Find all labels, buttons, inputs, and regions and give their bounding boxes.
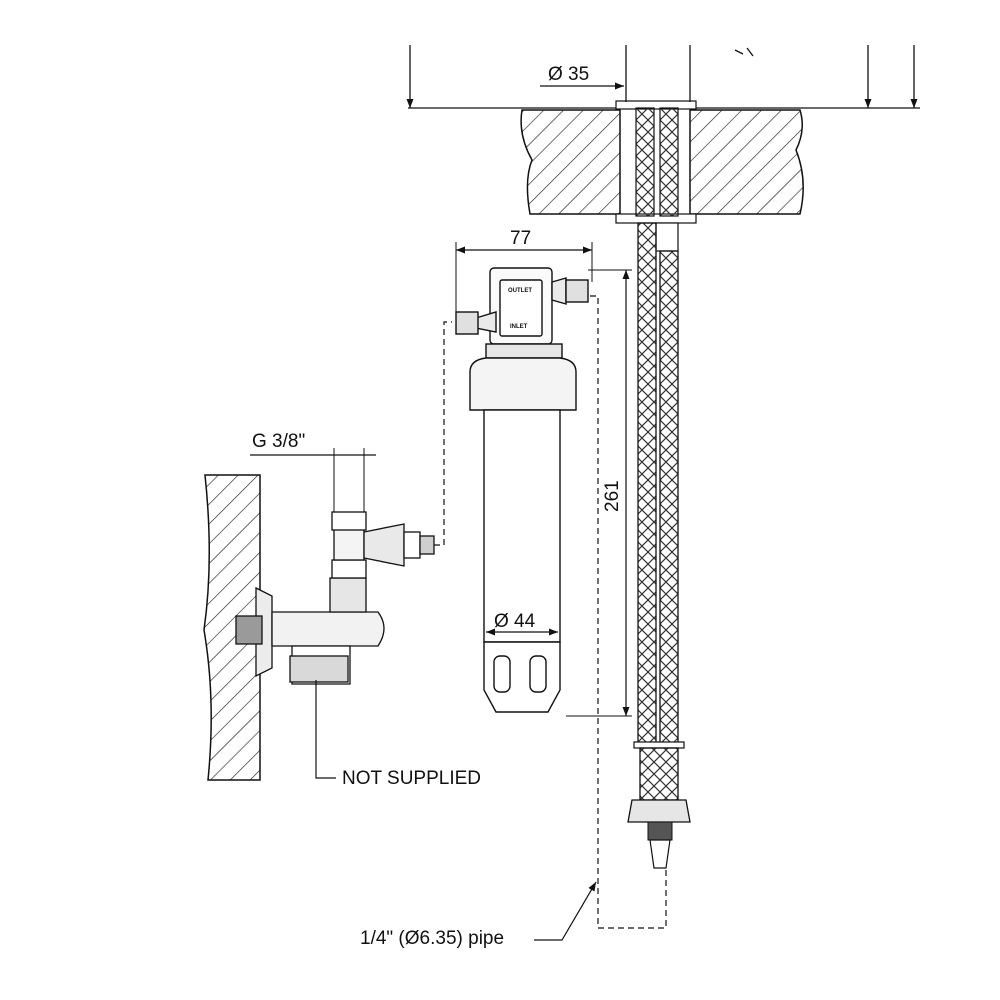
outlet-tube [590,295,667,929]
wall [203,474,261,781]
filter-unit [455,267,589,713]
dim-counter-hole-label: Ø 35 [548,64,589,85]
braided-hose [627,222,691,869]
dim-filter-height-label: 261 [602,480,623,512]
tee-adapter [331,511,435,567]
note-not-supplied: NOT SUPPLIED [315,680,481,789]
countertop [408,100,920,224]
tap-outline [406,45,918,108]
supply-tube [434,321,452,546]
dimension-filter-diameter: Ø 44 [486,611,558,636]
angle-valve [235,559,385,685]
filter-outlet-label: OUTLET [508,288,532,294]
not-supplied-label: NOT SUPPLIED [342,768,481,789]
dim-filter-diameter-label: Ø 44 [494,611,536,632]
dimension-counter-hole: Ø 35 [540,64,624,90]
dimension-thread: G 3/8" [250,431,376,512]
dim-filter-width-label: 77 [510,228,531,249]
dimension-filter-width: 77 [455,228,593,312]
note-pipe: 1/4" (Ø6.35) pipe [360,881,597,949]
dimension-filter-height: 261 [566,269,632,717]
pipe-label: 1/4" (Ø6.35) pipe [360,928,504,949]
filter-inlet-label: INLET [510,324,528,330]
dim-thread-label: G 3/8" [252,431,305,452]
